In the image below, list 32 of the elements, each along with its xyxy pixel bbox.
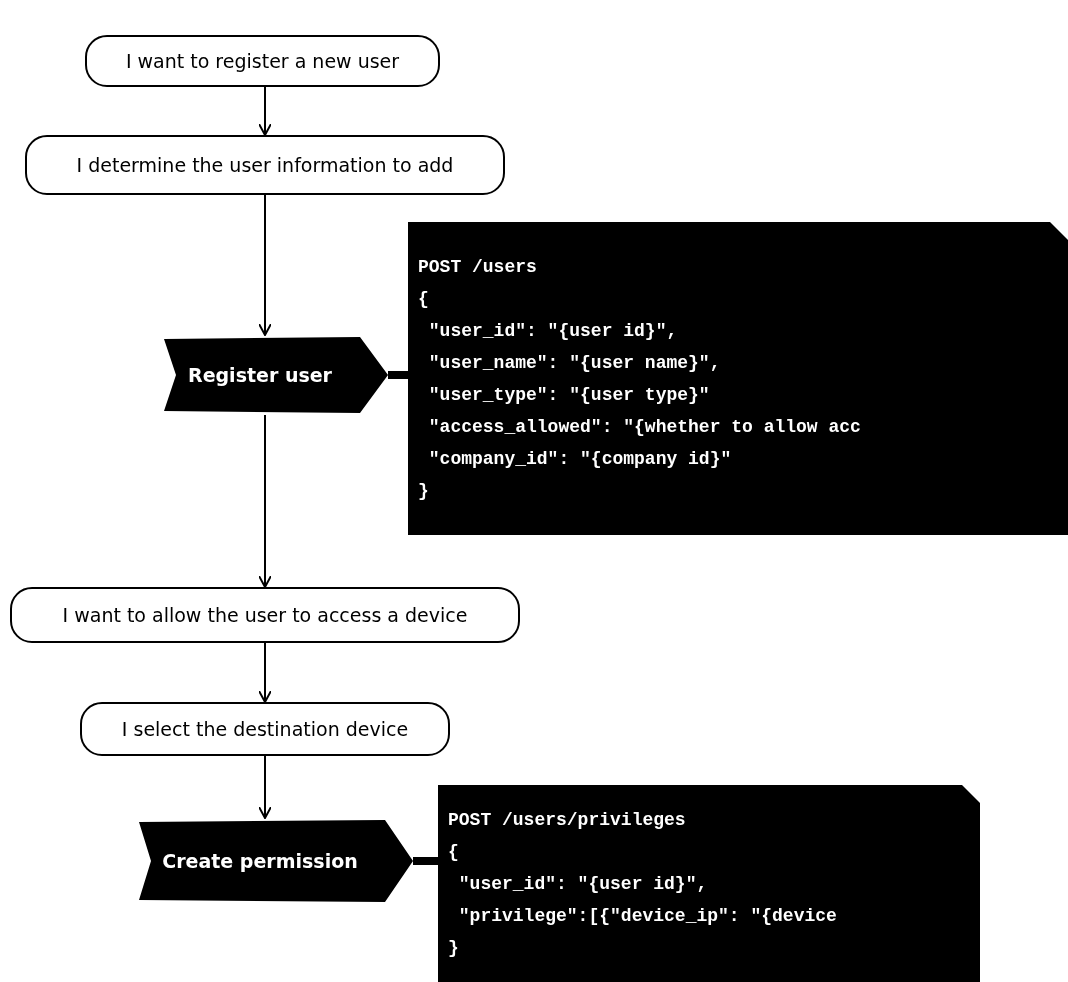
activity-box [85, 35, 440, 87]
code-line: } [418, 479, 430, 503]
activity-box [10, 587, 520, 643]
activity-label: I want to register a new user [125, 50, 400, 72]
code-line: "access_allowed": "{whether to allow acc [427, 415, 862, 439]
connector-line [413, 857, 438, 865]
activity-label: Create permission [162, 850, 359, 872]
code-line: { [418, 287, 430, 311]
activity-box [25, 135, 505, 195]
code-line: "user_name": "{user name}", [427, 351, 722, 375]
code-line: POST /users [418, 255, 538, 279]
code-line: "privilege":[{"device_ip": "{device [457, 904, 838, 928]
code-note [438, 785, 980, 982]
activity-label: I select the destination device [121, 718, 409, 740]
arrow [258, 194, 272, 336]
arrow [258, 414, 272, 588]
activity-label: I want to allow the user to access a device [62, 604, 468, 626]
activity-label: I determine the user information to add [76, 154, 454, 176]
code-note [408, 222, 1068, 535]
code-line: POST /users/privileges [448, 808, 687, 832]
arrow [258, 755, 272, 819]
code-line: { [448, 840, 460, 864]
code-line: "user_id": "{user id}", [457, 872, 709, 896]
code-line: "company_id": "{company id}" [427, 447, 733, 471]
arrow [258, 86, 272, 136]
code-line: "user_type": "{user type}" [427, 383, 711, 407]
connector-line [388, 371, 408, 379]
activity-box [80, 702, 450, 756]
arrow [258, 642, 272, 703]
activity-label: Register user [188, 364, 333, 386]
code-line: } [448, 936, 460, 960]
code-line: "user_id": "{user id}", [427, 319, 679, 343]
